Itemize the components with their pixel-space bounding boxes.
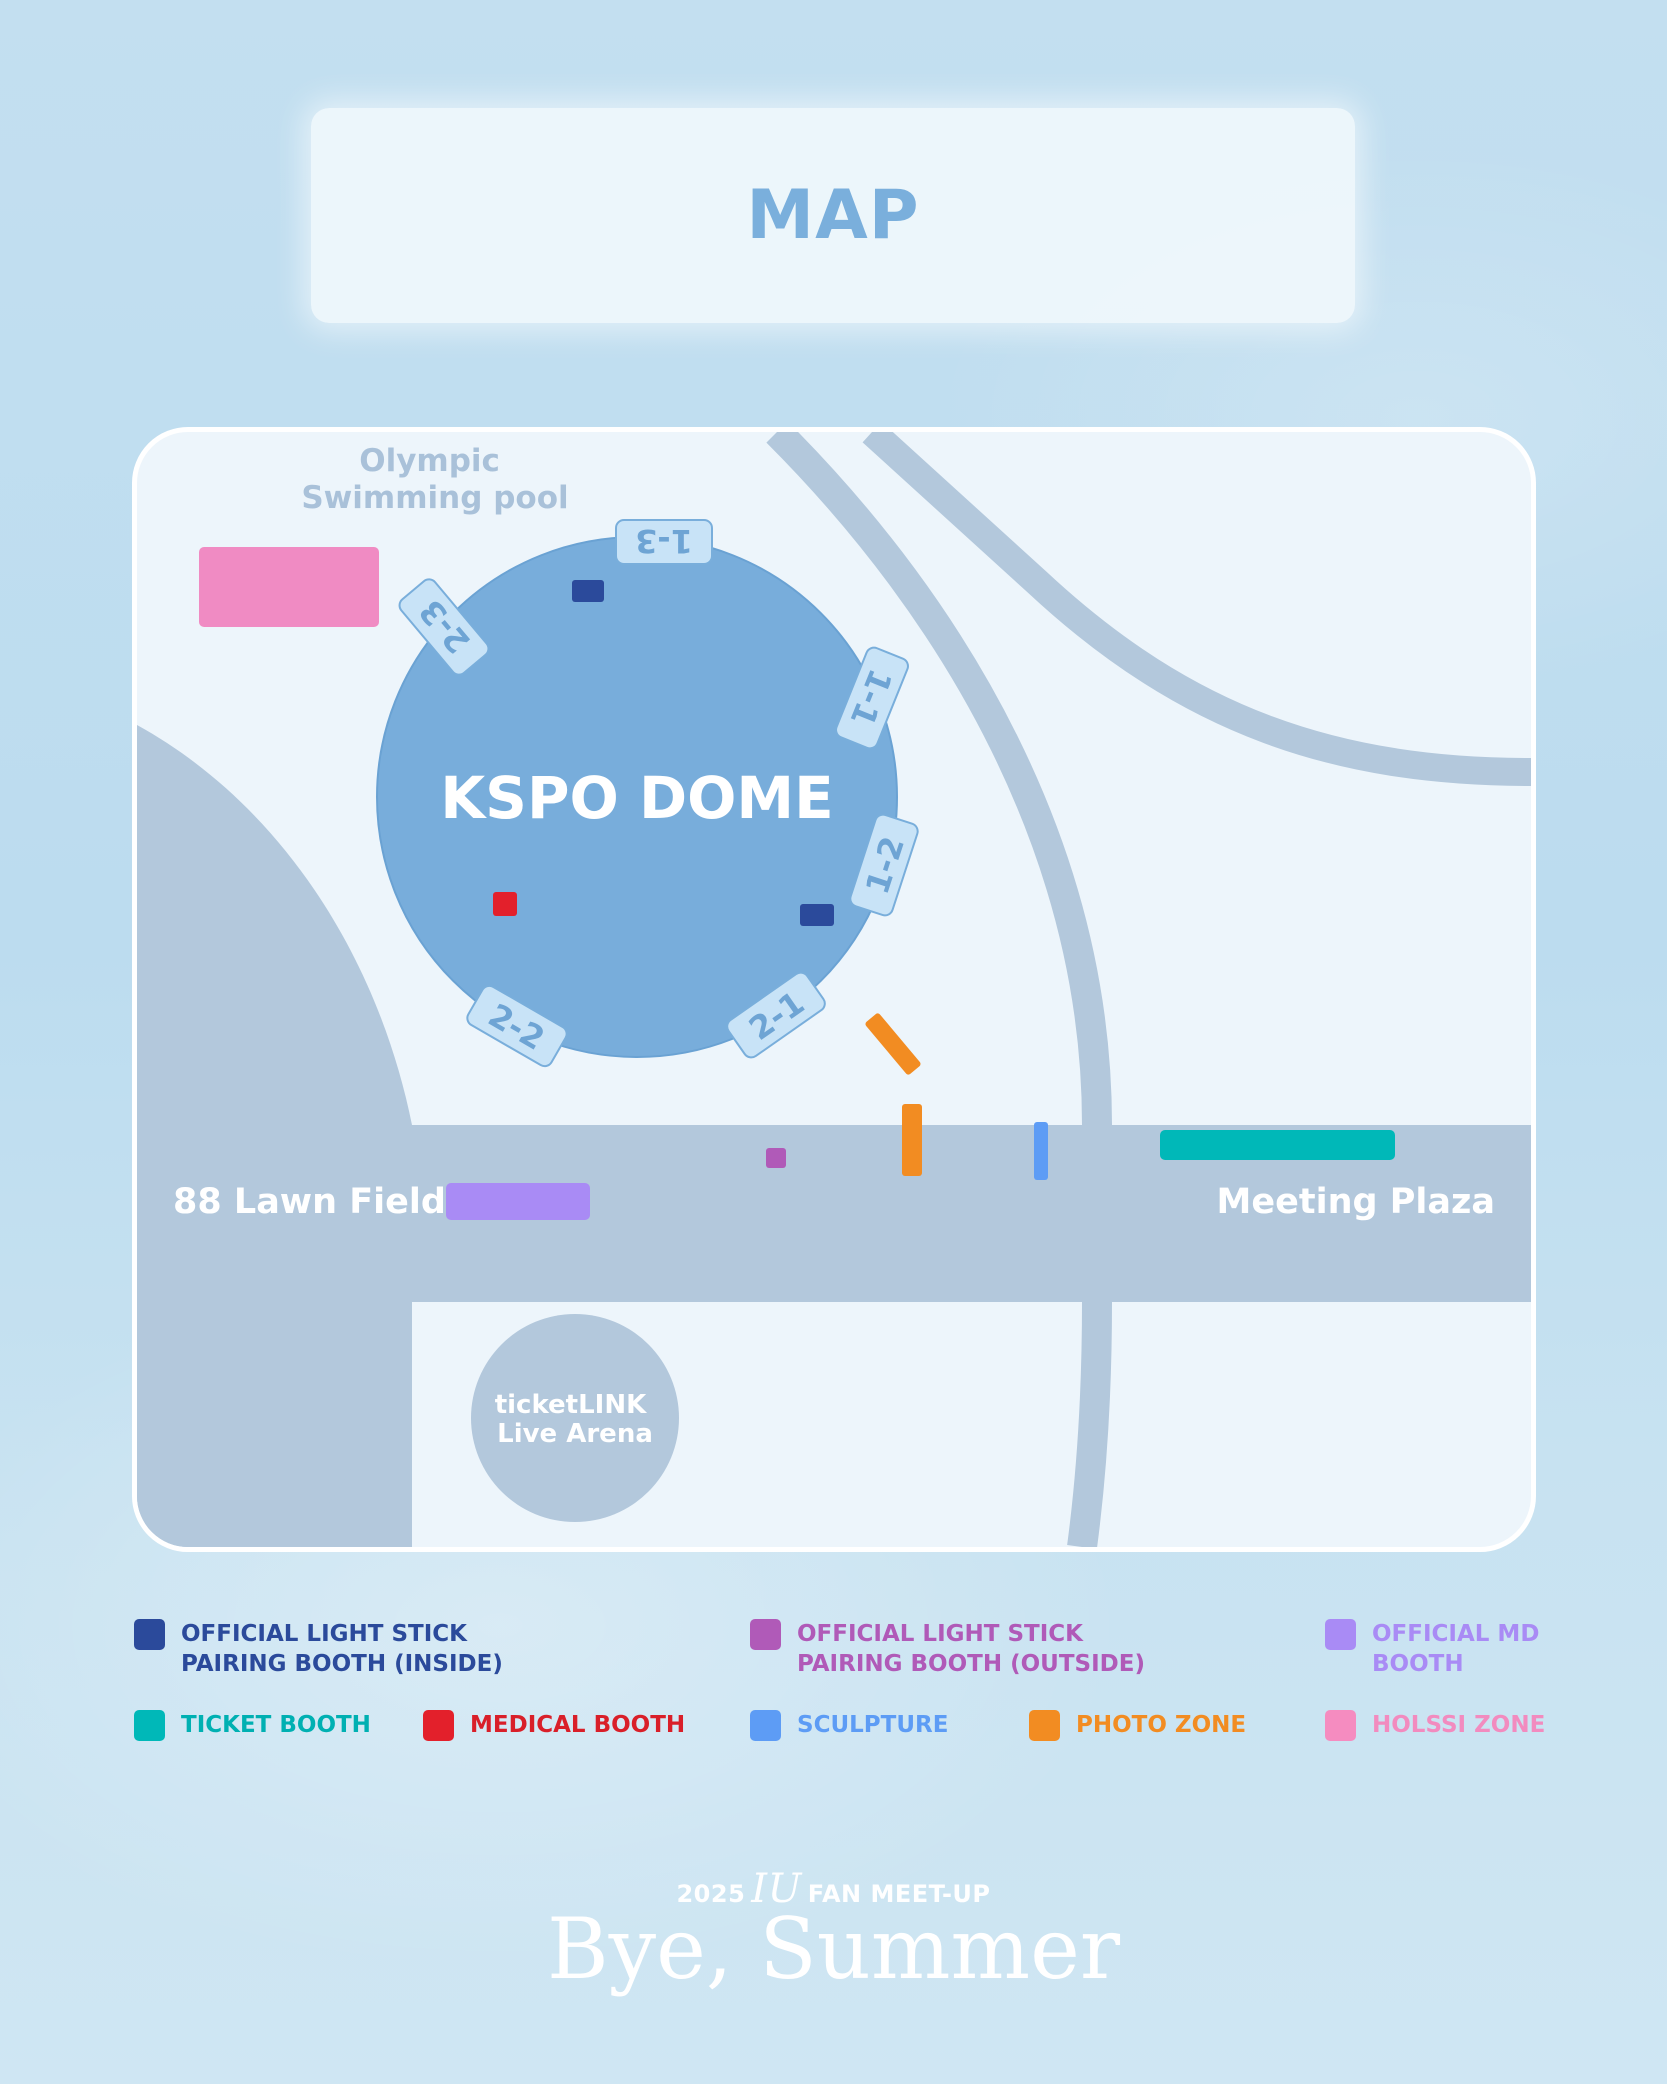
pool-label-line-1: Olympic — [359, 443, 500, 479]
legend-light-stick-inside: OFFICIAL LIGHT STICK PAIRING BOOTH (INSI… — [134, 1619, 503, 1679]
legend-ticket-booth: TICKET BOOTH — [134, 1710, 371, 1741]
page-title: MAP — [746, 176, 920, 255]
photo-zone-marker[interactable] — [902, 1104, 922, 1176]
legend-light-stick-outside: OFFICIAL LIGHT STICK PAIRING BOOTH (OUTS… — [750, 1619, 1145, 1679]
legend-photo-zone: PHOTO ZONE — [1029, 1710, 1246, 1741]
legend-label: HOLSSI ZONE — [1372, 1712, 1546, 1738]
event-title: Bye, Summer — [546, 1900, 1121, 1998]
pool-label: Olympic Swimming pool — [301, 443, 568, 516]
legend-md-booth: OFFICIAL MD BOOTH — [1325, 1619, 1539, 1679]
meeting-plaza-label: Meeting Plaza — [1217, 1182, 1495, 1222]
arena-label: ticketLINK Live Arena — [495, 1390, 656, 1449]
legend-swatch — [750, 1619, 781, 1650]
gate-1-1[interactable]: 1-1 — [834, 645, 911, 750]
venue-map: 1-3 2-3 1-1 1-2 2-1 2-2 KSPO DOME — [132, 427, 1536, 1552]
sculpture-marker[interactable] — [1034, 1122, 1048, 1180]
lawn-field-area-lower — [137, 1295, 412, 1547]
legend-swatch — [134, 1619, 165, 1650]
event-name: FAN MEET-UP — [807, 1880, 991, 1908]
event-year: 2025 — [676, 1880, 746, 1908]
legend-holssi-zone: HOLSSI ZONE — [1325, 1710, 1545, 1741]
light-stick-booth-outside-marker[interactable] — [766, 1148, 786, 1168]
dome-label: KSPO DOME — [440, 764, 834, 832]
legend-swatch — [750, 1710, 781, 1741]
lawn-field-label: 88 Lawn Field — [173, 1182, 446, 1222]
artist-logo: IU — [751, 1866, 802, 1912]
legend-label: OFFICIAL LIGHT STICK PAIRING BOOTH (INSI… — [181, 1621, 503, 1677]
legend-swatch — [134, 1710, 165, 1741]
photo-zone-marker[interactable] — [864, 1012, 921, 1076]
medical-booth-marker[interactable] — [493, 892, 517, 916]
gate-label: 1-3 — [635, 522, 693, 560]
legend-swatch — [1325, 1619, 1356, 1650]
legend-label: TICKET BOOTH — [181, 1712, 371, 1738]
legend-swatch — [1029, 1710, 1060, 1741]
legend-label: OFFICIAL MD BOOTH — [1372, 1621, 1540, 1677]
arena-label-line-2: Live Arena — [497, 1419, 653, 1449]
legend-sculpture: SCULPTURE — [750, 1710, 948, 1741]
curved-road — [766, 432, 1112, 1547]
md-booth-marker[interactable] — [446, 1183, 590, 1220]
upper-road — [862, 432, 1531, 786]
gate-1-3[interactable]: 1-3 — [615, 519, 713, 565]
legend-label: SCULPTURE — [797, 1712, 949, 1738]
pool-label-line-2: Swimming pool — [301, 480, 568, 516]
ticketlink-live-arena[interactable] — [471, 1314, 679, 1522]
legend-label: OFFICIAL LIGHT STICK PAIRING BOOTH (OUTS… — [797, 1621, 1145, 1677]
light-stick-booth-inside-marker[interactable] — [572, 580, 604, 602]
legend-medical-booth: MEDICAL BOOTH — [423, 1710, 685, 1741]
light-stick-booth-inside-marker[interactable] — [800, 904, 834, 926]
arena-label-line-1: ticketLINK — [495, 1390, 647, 1420]
legend-swatch — [1325, 1710, 1356, 1741]
title-card: MAP — [311, 108, 1355, 323]
holssi-zone-marker[interactable] — [199, 547, 379, 627]
legend-label: PHOTO ZONE — [1076, 1712, 1247, 1738]
map-canvas: 1-3 2-3 1-1 1-2 2-1 2-2 KSPO DOME — [137, 432, 1531, 1547]
legend-swatch — [423, 1710, 454, 1741]
ticket-booth-marker[interactable] — [1160, 1130, 1395, 1160]
legend-label: MEDICAL BOOTH — [470, 1712, 686, 1738]
